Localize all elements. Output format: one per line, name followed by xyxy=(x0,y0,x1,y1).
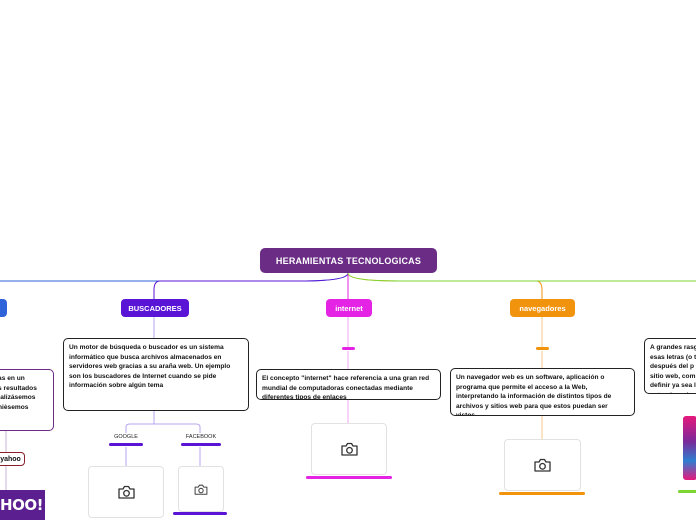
camera-icon xyxy=(340,442,358,456)
image-placeholder-internet[interactable] xyxy=(311,423,387,475)
facebook-image-underline xyxy=(173,512,227,515)
navegadores-sub-marker xyxy=(536,347,549,350)
connector-root-left xyxy=(0,272,349,282)
connector-root-buscadores xyxy=(153,272,349,299)
camera-icon xyxy=(117,485,135,499)
connector-leaves-split xyxy=(125,423,201,433)
leaf-facebook-underline xyxy=(181,443,221,446)
internet-sub-marker xyxy=(342,347,355,350)
image-placeholder-google[interactable] xyxy=(88,466,164,518)
branch-navegadores[interactable]: navegadores xyxy=(510,299,575,317)
note-internet[interactable]: El concepto "internet" hace referencia a… xyxy=(256,369,441,400)
leaf-google[interactable]: GOOGLE xyxy=(114,434,138,440)
image-internet-network[interactable] xyxy=(683,416,696,480)
branch-internet[interactable]: internet xyxy=(326,299,372,317)
branch-left-partial[interactable] xyxy=(0,299,7,317)
note-left-partial[interactable]: das en un os resultados realizásemos uni… xyxy=(0,369,54,431)
note-navegadores[interactable]: Un navegador web es un software, aplicac… xyxy=(450,368,635,416)
image-placeholder-facebook[interactable] xyxy=(178,466,224,512)
yahoo-logo-image[interactable]: HOO! xyxy=(0,490,45,520)
internet-image-underline xyxy=(306,476,392,479)
leaf-yahoo[interactable]: yahoo xyxy=(0,452,25,466)
connector-root-right xyxy=(347,272,696,282)
note-right-partial[interactable]: A grandes rasg esas letras (o t después … xyxy=(644,338,696,394)
camera-icon xyxy=(194,484,208,495)
leaf-facebook[interactable]: FACEBOOK xyxy=(185,434,217,440)
root-topic[interactable]: HERAMIENTAS TECNOLOGICAS xyxy=(260,248,437,273)
camera-icon xyxy=(534,458,551,472)
connector-root-navegadores xyxy=(347,272,543,299)
leaf-google-underline xyxy=(109,443,143,446)
image-placeholder-navegadores[interactable] xyxy=(504,439,581,491)
right-image-underline xyxy=(678,490,696,493)
navegadores-image-underline xyxy=(499,492,585,495)
note-buscadores[interactable]: Un motor de búsqueda o buscador es un si… xyxy=(63,338,249,411)
branch-buscadores[interactable]: BUSCADORES xyxy=(121,299,189,317)
